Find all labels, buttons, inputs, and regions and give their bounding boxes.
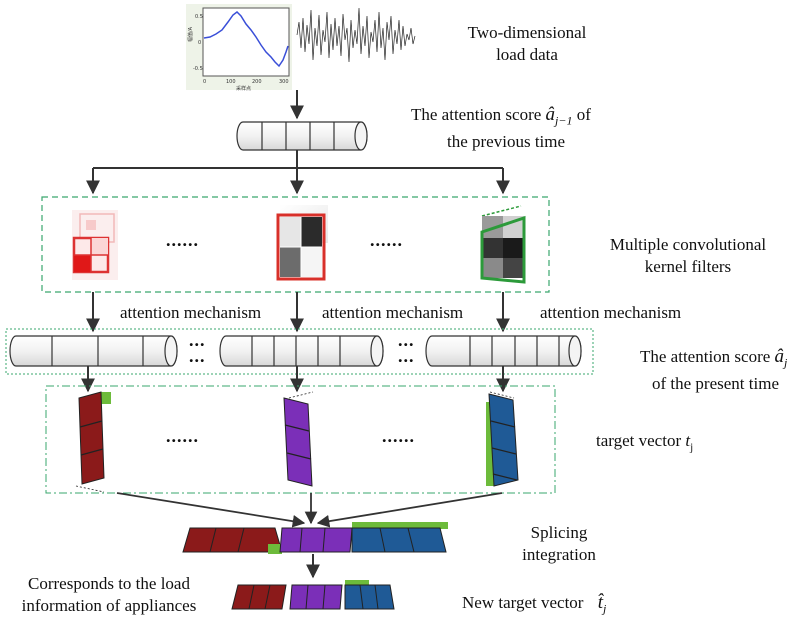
label-corresponds-line1: Corresponds to the load <box>28 574 190 593</box>
plot-xtick-0: 0 <box>203 79 206 85</box>
label-prev-score-text: The attention score <box>411 105 542 124</box>
target-vector-subscript: j <box>690 441 694 454</box>
waveform-line <box>203 11 289 68</box>
new-target-symbol: t̂ <box>597 592 603 613</box>
plot-ytick-bottom: -0.5 <box>193 66 203 72</box>
waveform-plot: 幅值/A 0.5 0 -0.5 0 100 200 300 采样点 <box>186 4 292 92</box>
label-filters-line1: Multiple convolutional <box>609 235 767 254</box>
prev-score-subscript: j−1 <box>555 113 573 128</box>
plot-ylabel: 幅值/A <box>187 26 194 42</box>
label-present-score: The attention score âj of the present ti… <box>640 346 808 395</box>
label-input-line1: Two-dimensional <box>467 23 587 42</box>
label-splicing-line2: integration <box>522 545 596 564</box>
label-splicing-line1: Splicing <box>530 523 588 542</box>
label-filters-line2: kernel filters <box>644 257 732 276</box>
label-prev-score-line2: the previous time <box>447 132 566 152</box>
target-vectors-frame <box>45 385 556 494</box>
scores-ellipsis-left-bottom: ... <box>189 346 206 366</box>
targets-ellipsis-left: ...... <box>166 426 199 446</box>
scores-ellipsis-left-top: ... <box>189 330 206 350</box>
targets-ellipsis-right: ...... <box>382 426 415 446</box>
new-target-vector <box>231 580 395 610</box>
arrow-red-to-splice <box>116 492 306 528</box>
noise-signal <box>296 7 416 63</box>
filters-ellipsis-left: ...... <box>166 230 199 250</box>
label-target-vector-text: target vector <box>596 431 682 450</box>
present-score-cylinder-3 <box>425 335 582 367</box>
plot-xlabel: 采样点 <box>236 85 251 92</box>
new-target-subscript: j <box>603 601 607 616</box>
prev-score-symbol: â <box>545 104 556 125</box>
filters-frame <box>41 196 550 293</box>
filters-ellipsis-right: ...... <box>370 230 403 250</box>
label-attention-1: attention mechanism <box>120 303 262 322</box>
target-vector-blue <box>486 391 519 487</box>
present-score-cylinder-2 <box>219 335 384 367</box>
filter-3-icon <box>480 205 526 284</box>
label-target-vector: target vector tj <box>596 430 693 458</box>
spliced-vector <box>182 522 448 554</box>
target-vector-red <box>75 391 111 493</box>
present-scores-frame <box>5 328 594 375</box>
plot-xtick-2: 200 <box>252 79 262 85</box>
label-new-target: New target vector t̂j <box>462 592 606 619</box>
plot-xtick-1: 100 <box>226 79 236 85</box>
present-score-cylinder-1 <box>9 335 178 367</box>
label-attention-2: attention mechanism <box>322 303 464 322</box>
label-new-target-text: New target vector <box>462 593 584 612</box>
label-present-score-line2: of the present time <box>652 374 779 394</box>
arrow-blue-to-splice <box>316 492 503 528</box>
plot-xtick-3: 300 <box>279 79 289 85</box>
label-corresponds: Corresponds to the load information of a… <box>2 573 216 617</box>
filter-1-icon <box>72 210 118 280</box>
present-score-subscript: j <box>784 355 788 370</box>
present-score-symbol: â <box>774 346 785 367</box>
branch-arrows <box>86 150 510 195</box>
filter-2-icon <box>276 205 328 281</box>
target-vector-symbol: t <box>685 431 691 450</box>
label-input-line2: load data <box>496 45 558 64</box>
label-attention-3: attention mechanism <box>540 303 682 322</box>
target-vector-purple <box>283 391 314 487</box>
prev-score-cylinder <box>236 121 368 151</box>
scores-ellipsis-right-top: ... <box>398 330 415 350</box>
plot-ytick-top: 0.5 <box>195 14 203 20</box>
scores-ellipsis-right-bottom: ... <box>398 346 415 366</box>
label-prev-score: The attention score âj−1 of the previous… <box>411 104 641 153</box>
plot-ytick-mid: 0 <box>198 40 201 46</box>
label-filters: Multiple convolutional kernel filters <box>588 234 788 278</box>
label-splicing: Splicing integration <box>504 522 614 566</box>
label-input-data: Two-dimensional load data <box>452 22 602 66</box>
label-present-score-text: The attention score <box>640 347 771 366</box>
label-prev-score-of: of <box>576 105 591 124</box>
label-corresponds-line2: information of appliances <box>21 596 197 615</box>
